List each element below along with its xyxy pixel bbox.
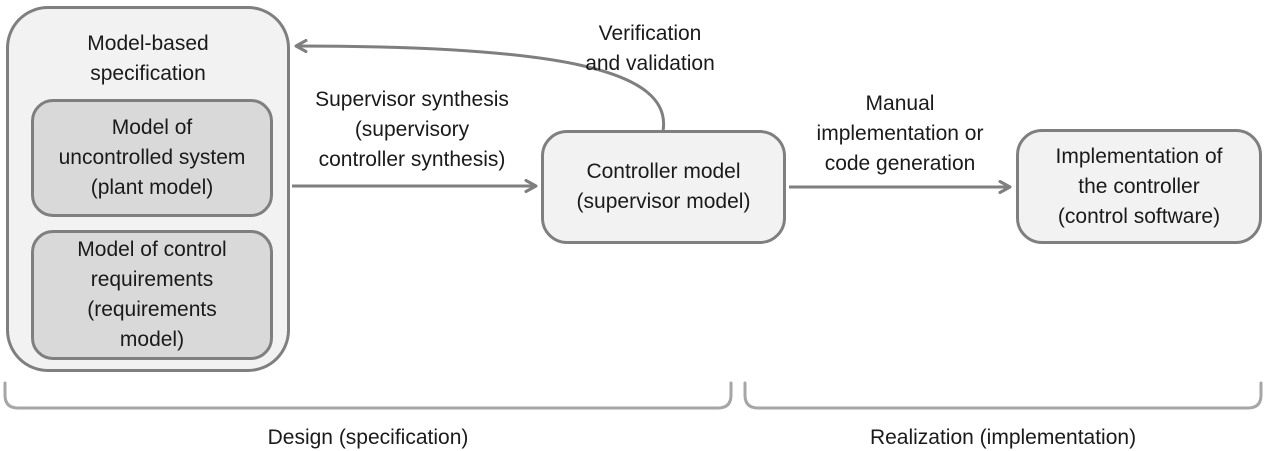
model-based-specification-box: Model-based specification Model of uncon…	[6, 6, 290, 372]
verification-validation-label: Verification and validation	[585, 22, 715, 75]
realization-phase-label: Realization (implementation)	[869, 426, 1137, 449]
supervisor-synthesis-label: Supervisor synthesis (supervisory contro…	[315, 88, 509, 171]
design-bracket	[3, 381, 733, 410]
design-phase-label: Design (specification)	[267, 426, 469, 449]
implementation-box: Implementation of the controller (contro…	[1016, 129, 1262, 244]
controller-model-box: Controller model (supervisor model)	[541, 130, 786, 244]
model-based-specification-title: Model-based specification	[87, 32, 209, 85]
plant-model-box: Model of uncontrolled system (plant mode…	[31, 99, 273, 217]
requirements-model-box: Model of control requirements (requireme…	[31, 230, 273, 360]
realization-bracket	[743, 381, 1263, 410]
manual-implementation-label: Manual implementation or code generation	[816, 92, 984, 175]
